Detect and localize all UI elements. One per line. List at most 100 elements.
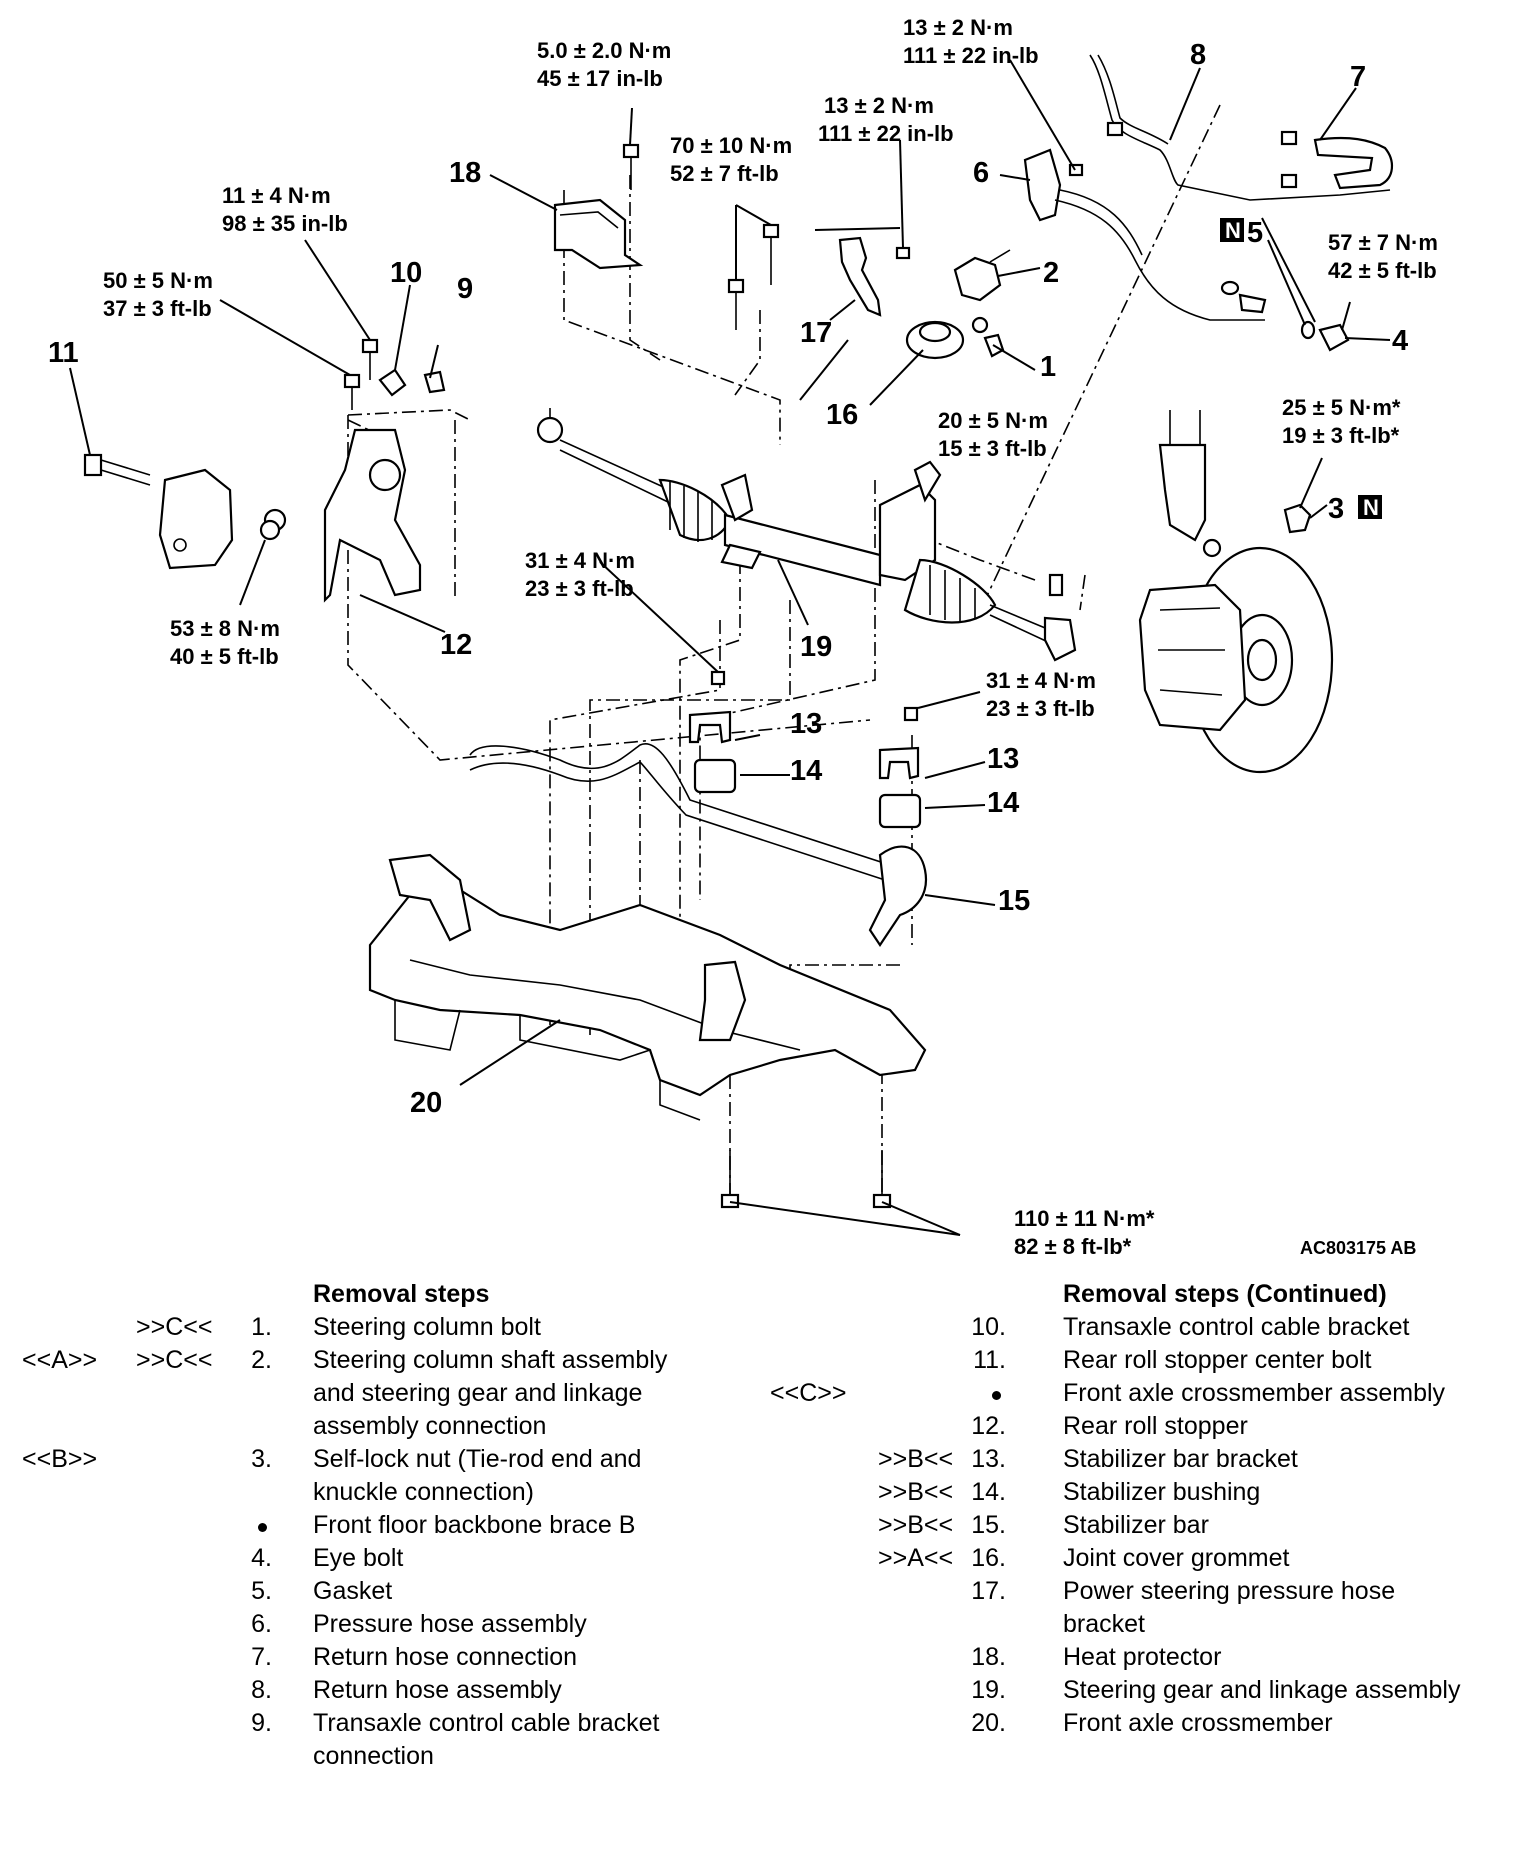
step-text: Front axle crossmember assembly: [1063, 1379, 1446, 1407]
torque-13nm-b-line1: 13 ± 2 N·m: [824, 93, 934, 118]
step-text: Front axle crossmember: [1063, 1709, 1333, 1737]
step-text: Return hose connection: [313, 1643, 578, 1671]
torque-31nm-right-line2: 23 ± 3 ft-lb: [986, 696, 1095, 721]
torque-20nm-line2: 15 ± 3 ft-lb: [938, 436, 1047, 461]
step-number: 4.: [251, 1544, 272, 1572]
step-number: 8.: [251, 1676, 272, 1704]
step-number: 6.: [251, 1610, 272, 1638]
n-badge-5: N: [1225, 218, 1241, 243]
torque-110nm-line2: 82 ± 8 ft-lb*: [1014, 1234, 1132, 1259]
step-text: Stabilizer bar bracket: [1063, 1445, 1298, 1473]
leader-lines: [69, 59, 1391, 1236]
callout-6: 6: [973, 157, 989, 189]
torque-13nm-a-line1: 13 ± 2 N·m: [903, 15, 1013, 40]
figure-id: AC803175 AB: [1300, 1238, 1416, 1258]
bullet-icon: [252, 1509, 272, 1532]
step-text: assembly connection: [313, 1412, 547, 1440]
step-text: Rear roll stopper: [1063, 1412, 1248, 1440]
step-procedure-mark-installation: >>B<<: [878, 1511, 954, 1539]
step-text: Front floor backbone brace B: [313, 1511, 636, 1539]
callout-14-left: 14: [790, 755, 822, 787]
step-number: 16.: [971, 1544, 1006, 1572]
step-text: Stabilizer bushing: [1063, 1478, 1261, 1506]
callout-17: 17: [800, 317, 832, 349]
torque-5nm-line1: 5.0 ± 2.0 N·m: [537, 38, 671, 63]
step-text: knuckle connection): [313, 1478, 534, 1506]
step-number: 10.: [971, 1313, 1006, 1341]
torque-13nm-b-line2: 111 ± 22 in-lb: [818, 121, 954, 146]
callout-13-right: 13: [987, 743, 1019, 775]
step-number: 18.: [971, 1643, 1006, 1671]
step-text: Return hose assembly: [313, 1676, 562, 1704]
step-procedure-mark-installation: >>A<<: [878, 1544, 954, 1572]
step-number: 1.: [251, 1313, 272, 1341]
bullet-icon: [986, 1377, 1006, 1400]
step-number: 17.: [971, 1577, 1006, 1605]
step-number: 5.: [251, 1577, 272, 1605]
callout-numbers: 1 2 3 N 4 N 5 6 7 8 9 10 11 12 13 14 15 …: [48, 39, 1408, 1119]
callout-20: 20: [410, 1087, 442, 1119]
torque-31nm-left-line2: 23 ± 3 ft-lb: [525, 576, 634, 601]
step-text: Heat protector: [1063, 1643, 1222, 1671]
callout-7: 7: [1350, 61, 1366, 93]
bolt-53nm: [259, 519, 281, 541]
torque-11nm-line1: 11 ± 4 N·m: [222, 183, 331, 208]
torque-31nm-left-line1: 31 ± 4 N·m: [525, 548, 635, 573]
steering-column-bolt-1: [971, 316, 1005, 358]
step-number: 20.: [971, 1709, 1006, 1737]
torque-50nm-line2: 37 ± 3 ft-lb: [103, 296, 212, 321]
step-number: 11.: [973, 1346, 1006, 1374]
step-number: 13.: [971, 1445, 1006, 1473]
step-text: Rear roll stopper center bolt: [1063, 1346, 1372, 1374]
step-text: bracket: [1063, 1610, 1145, 1638]
joint-cover-grommet-16: [905, 320, 965, 360]
step-text: Power steering pressure hose: [1063, 1577, 1396, 1605]
stabilizer-bracket-left: [688, 670, 737, 794]
step-text: Joint cover grommet: [1063, 1544, 1290, 1572]
eye-bolt-4: [1220, 280, 1350, 352]
step-text: Transaxle control cable bracket: [313, 1709, 660, 1737]
steering-gear-19: [536, 408, 1077, 662]
step-number: 2.: [251, 1346, 272, 1374]
callout-19: 19: [800, 631, 832, 663]
step-text: and steering gear and linkage: [313, 1379, 643, 1407]
torque-11nm-line2: 98 ± 35 in-lb: [222, 211, 348, 236]
callout-9: 9: [457, 273, 473, 305]
torque-57nm-line2: 42 ± 5 ft-lb: [1328, 258, 1437, 283]
bolt-top-heat-protector: [622, 143, 640, 190]
torque-53nm-line1: 53 ± 8 N·m: [170, 616, 280, 641]
torque-5nm-line2: 45 ± 17 in-lb: [537, 66, 663, 91]
torque-25nm-line1: 25 ± 5 N·m*: [1282, 395, 1401, 420]
step-number: 15.: [971, 1511, 1006, 1539]
callout-12: 12: [440, 629, 472, 661]
steering-column-shaft-2: [953, 249, 1011, 302]
torque-20nm-line1: 20 ± 5 N·m: [938, 408, 1048, 433]
torque-70nm-line2: 52 ± 7 ft-lb: [670, 161, 779, 186]
step-number: 7.: [251, 1643, 272, 1671]
step-text: Steering column bolt: [313, 1313, 541, 1341]
center-bolt-11: [83, 453, 151, 486]
torque-13nm-a-line2: 111 ± 22 in-lb: [903, 43, 1039, 68]
stabilizer-bracket-right: [878, 706, 922, 829]
torque-31nm-right-line1: 31 ± 4 N·m: [986, 668, 1096, 693]
removal-steps-title: Removal steps: [313, 1280, 490, 1308]
knuckle-and-brake-disc: [1138, 410, 1334, 774]
callout-10: 10: [390, 257, 422, 289]
torque-50nm-line1: 50 ± 5 N·m: [103, 268, 213, 293]
step-procedure-mark-removal: <<B>>: [22, 1445, 98, 1473]
step-text: Stabilizer bar: [1063, 1511, 1209, 1539]
callout-14-right: 14: [987, 787, 1019, 819]
rear-roll-stopper-12: [158, 428, 422, 603]
step-procedure-mark-installation: >>B<<: [878, 1445, 954, 1473]
step-number: 14.: [971, 1478, 1006, 1506]
step-procedure-mark-installation: >>B<<: [878, 1478, 954, 1506]
step-procedure-mark-installation: >>C<<: [136, 1346, 213, 1374]
callout-8: 8: [1190, 39, 1206, 71]
callout-3: 3: [1328, 493, 1344, 525]
step-number: 19.: [971, 1676, 1006, 1704]
step-text: Steering gear and linkage assembly: [1063, 1676, 1461, 1704]
callout-5: 5: [1247, 217, 1263, 249]
front-axle-crossmember-20: [368, 853, 927, 1121]
step-number: 12.: [971, 1412, 1006, 1440]
n-badge-5-box: [1220, 218, 1244, 242]
